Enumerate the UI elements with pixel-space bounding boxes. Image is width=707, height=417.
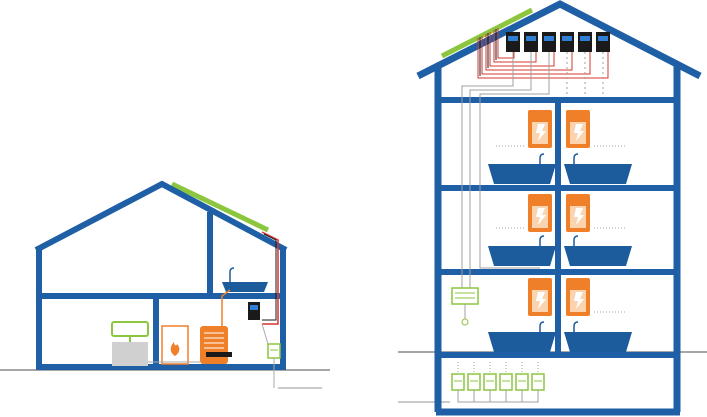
- apartment-unit: [488, 278, 556, 352]
- small-house-boiler: [161, 325, 232, 365]
- building-ac-wiring: [461, 52, 604, 290]
- apartment-unit: [564, 278, 632, 352]
- small-house-roof: [34, 180, 288, 253]
- building-inverters: [506, 32, 610, 52]
- small-house: [34, 180, 288, 388]
- building-meters: [451, 362, 545, 403]
- apartment-unit: [564, 110, 632, 184]
- small-house-washing-machine: [111, 321, 149, 366]
- small-house-hot-water-pipe: [221, 289, 231, 326]
- building-dc-wiring: [477, 28, 609, 79]
- small-house-inverter: [248, 302, 260, 320]
- small-house-dc-wiring: [261, 231, 279, 325]
- small-house-solar-panel: [170, 181, 270, 233]
- apartment-unit: [488, 110, 556, 184]
- apartment-unit: [488, 194, 556, 266]
- building-roof: [416, 0, 702, 80]
- apartment-building: [416, 0, 702, 416]
- building-distribution-box: [451, 287, 479, 326]
- apartment-unit: [564, 194, 632, 266]
- small-house-meter: [267, 343, 281, 359]
- flame-icon: [170, 342, 180, 356]
- small-house-bathtub: [222, 267, 268, 292]
- building-solar-panel: [440, 7, 534, 59]
